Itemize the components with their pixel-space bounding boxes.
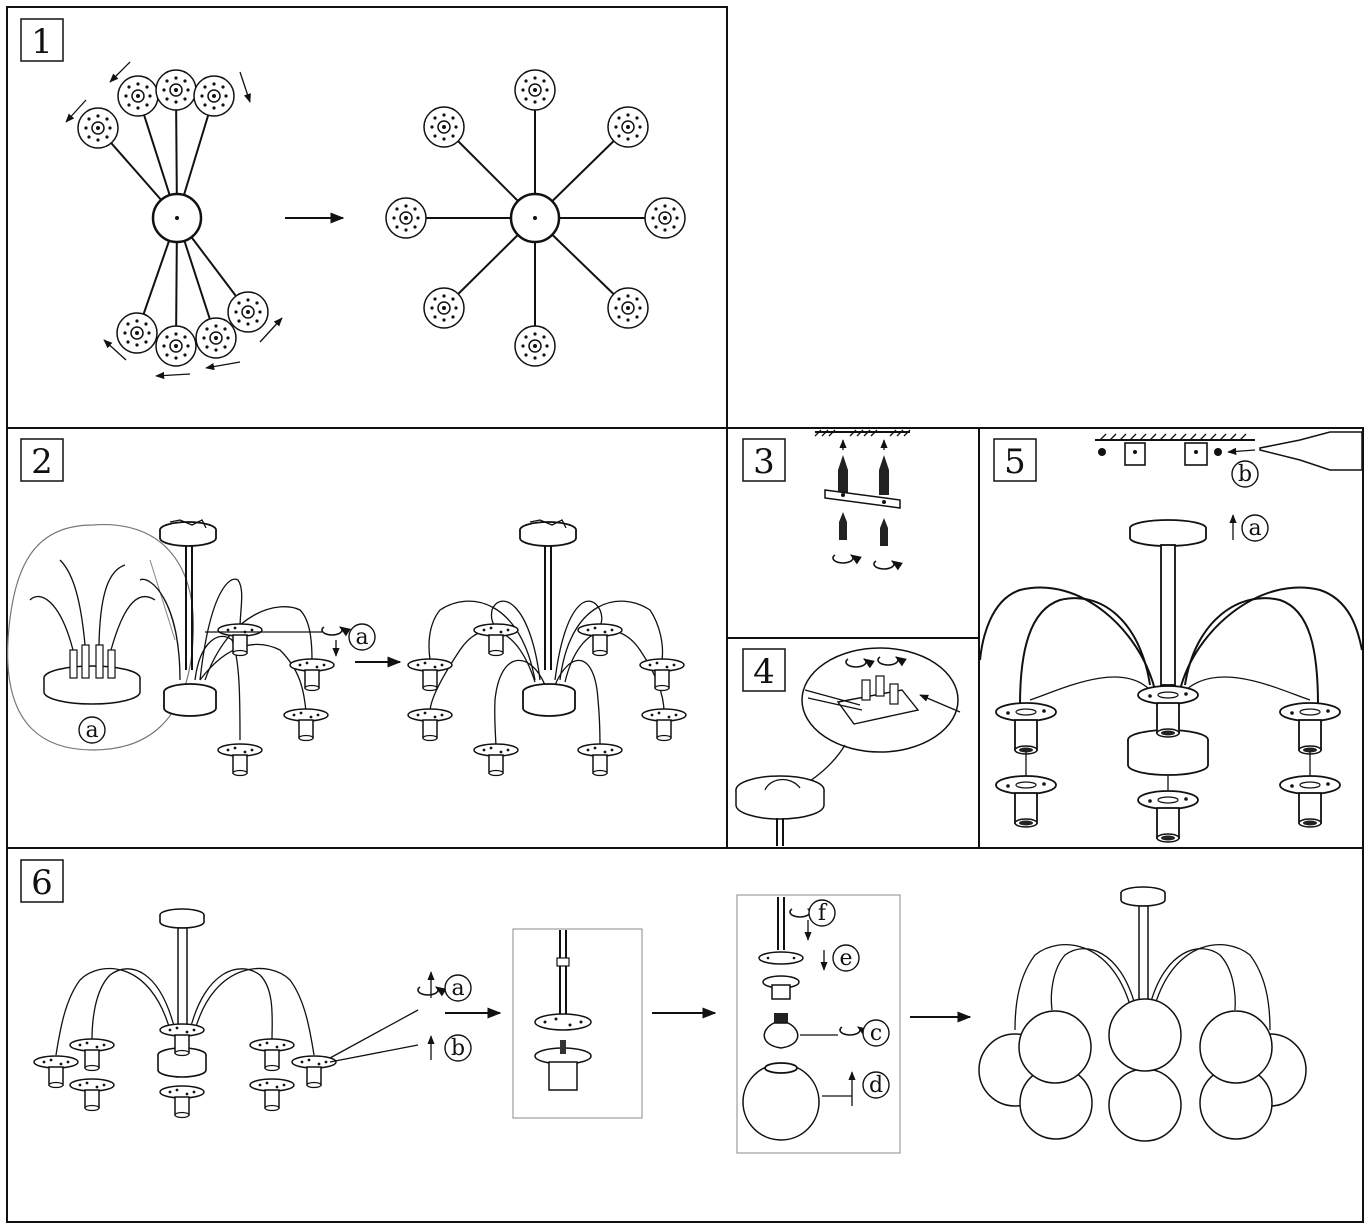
step-2-number: 2 — [20, 438, 64, 482]
step-3-number: 3 — [742, 438, 786, 482]
screw-icon — [1098, 448, 1106, 456]
svg-text:a: a — [451, 976, 464, 1001]
svg-text:a: a — [1248, 516, 1261, 541]
ceiling-bracket-mounting — [814, 429, 911, 569]
socket-plate-detail — [512, 928, 643, 1119]
bulb-and-globe-detail: f e c d — [736, 894, 901, 1154]
rotate-arrow-icon — [418, 987, 438, 995]
step-1-number: 1 — [20, 18, 64, 62]
rotate-arrow-icon — [833, 555, 853, 563]
svg-text:1: 1 — [31, 22, 53, 62]
screw-icon — [1214, 448, 1222, 456]
svg-text:3: 3 — [753, 442, 775, 482]
folded-arms-diagram — [65, 61, 283, 380]
wiring-connection-diagram — [735, 647, 961, 846]
svg-text:a: a — [85, 718, 98, 743]
direction-arrow-icon — [919, 694, 961, 713]
chandelier-unassembled: a — [139, 519, 376, 777]
svg-text:f: f — [818, 901, 828, 926]
chandelier-assembled-frame: a b — [33, 908, 472, 1119]
svg-text:e: e — [839, 946, 852, 971]
svg-text:c: c — [870, 1021, 882, 1046]
chandelier-final — [978, 886, 1307, 1142]
svg-text:a: a — [355, 625, 368, 650]
step-4-number: 4 — [742, 648, 786, 692]
svg-text:b: b — [1238, 462, 1252, 487]
rotate-arrow-icon — [840, 1027, 860, 1035]
zoom-detail-bubble: a — [7, 523, 195, 751]
svg-text:2: 2 — [31, 442, 53, 482]
chandelier-arms-placed — [407, 519, 687, 777]
svg-text:4: 4 — [753, 652, 775, 692]
rotate-arrow-icon — [790, 909, 810, 917]
spread-arms-diagram — [385, 69, 686, 367]
svg-text:b: b — [451, 1036, 465, 1061]
svg-text:5: 5 — [1004, 442, 1026, 482]
step-5-number: 5 — [993, 438, 1037, 482]
svg-text:6: 6 — [31, 863, 53, 903]
rotate-arrow-icon — [874, 561, 894, 569]
step-6-number: 6 — [20, 859, 64, 903]
svg-text:d: d — [869, 1073, 883, 1098]
step-6-panel — [6, 847, 1364, 1223]
globe-icon — [742, 1062, 820, 1141]
mount-to-ceiling: b a — [979, 431, 1363, 843]
screwdriver-icon — [1259, 431, 1363, 471]
bulb-icon — [763, 1013, 799, 1049]
